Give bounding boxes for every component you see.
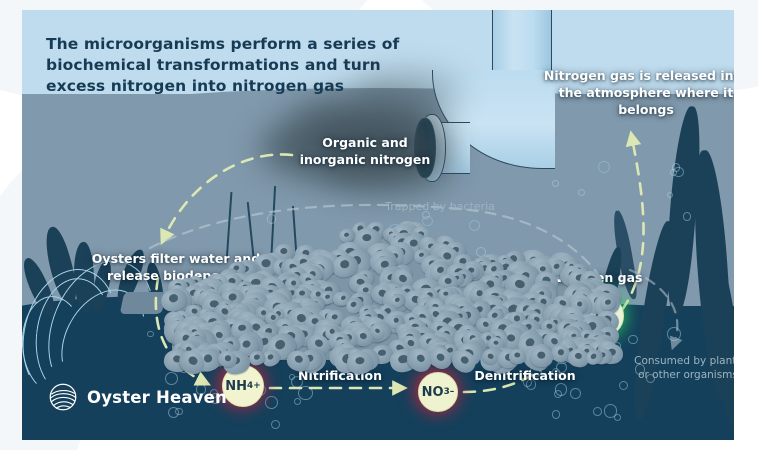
bubble — [468, 220, 480, 232]
ammonium-charge: + — [253, 381, 261, 391]
ammonium-subscript: 4 — [246, 381, 254, 391]
bubble — [603, 403, 618, 418]
bubble — [628, 334, 638, 344]
nitrate-base: NO — [421, 384, 444, 400]
nitrate-charge: – — [449, 387, 455, 397]
flow-arrow-layer — [148, 130, 683, 396]
nitrogen-plume — [322, 142, 452, 194]
bubble — [597, 161, 610, 174]
label-pipe-outflow: Organic and inorganic nitrogen — [299, 135, 431, 167]
bubble — [666, 191, 673, 198]
brand-name: Oyster Heaven — [87, 387, 227, 407]
bubble — [682, 212, 692, 221]
ammonium-base: NH — [225, 378, 247, 394]
label-trapped-by-bacteria: Trapped by bacteria — [385, 200, 495, 213]
bubble — [613, 413, 621, 421]
arrow-denitrification — [462, 327, 579, 394]
brand-logo: Oyster Heaven — [48, 382, 227, 412]
nitrogen-cycle-illustration: NH4+ NO3– N2 The microorganisms perform … — [22, 10, 734, 440]
arrow-pipe-to-oysters — [160, 153, 294, 246]
oyster-shell-icon — [49, 383, 77, 411]
bubble — [271, 419, 281, 429]
bubble — [422, 215, 433, 227]
oyster-reef — [158, 218, 625, 379]
label-atmosphere-release: Nitrogen gas is released into the atmosp… — [543, 68, 734, 117]
arrow-nitrogen-to-atmosphere — [620, 130, 645, 312]
bubble — [294, 397, 302, 405]
bubble — [593, 407, 602, 416]
arrow-consumed-by-organisms — [628, 268, 683, 351]
arrow-trapped-by-bacteria — [148, 203, 624, 324]
bubble — [147, 330, 154, 338]
bubble — [165, 372, 178, 386]
arrow-oysters-to-ammonium — [154, 276, 211, 386]
bubble — [168, 407, 179, 419]
bubble — [618, 380, 629, 391]
headline-text: The microorganisms perform a series of b… — [46, 35, 400, 95]
label-consumed-by-organisms: Consumed by plants or other organisms — [634, 355, 734, 381]
nitrogen-plume — [352, 70, 462, 114]
bubble — [551, 367, 561, 377]
bubble — [553, 390, 562, 399]
bubble — [645, 373, 655, 383]
bubble — [551, 410, 560, 419]
bubble — [552, 179, 559, 187]
bubble — [669, 168, 677, 176]
bubble — [569, 388, 581, 400]
bubble — [634, 364, 646, 375]
nitrate-subscript: 3 — [443, 387, 450, 397]
label-denitrification: Denitrification — [474, 368, 576, 383]
nitrogen-plume — [290, 94, 440, 150]
bubble — [266, 214, 276, 224]
bubble — [298, 385, 314, 401]
bubble — [577, 189, 585, 197]
